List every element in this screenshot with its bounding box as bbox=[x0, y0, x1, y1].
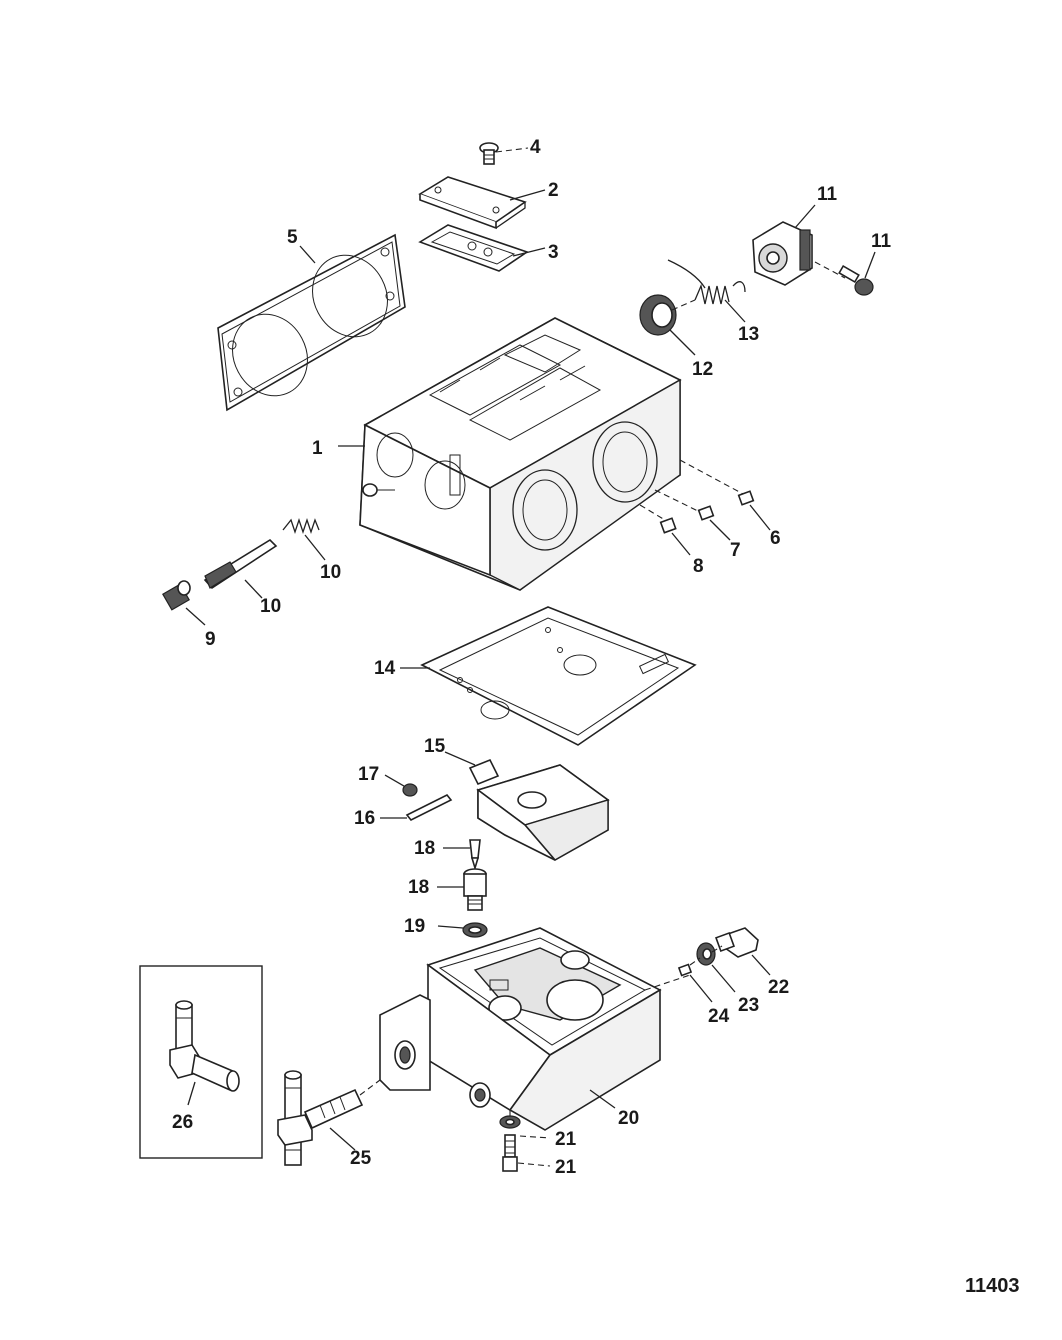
part-2-cover-plate bbox=[418, 176, 546, 230]
part-1-throttle-body bbox=[338, 317, 746, 591]
callout-17: 17 bbox=[358, 764, 379, 785]
callout-25: 25 bbox=[350, 1148, 372, 1169]
part-11-choke-housing bbox=[752, 204, 816, 286]
part-7-nut bbox=[697, 505, 731, 541]
callout-18b: 18 bbox=[408, 877, 429, 898]
callout-13: 13 bbox=[738, 324, 759, 345]
part-24-screw bbox=[677, 963, 713, 1003]
part-18-seat bbox=[437, 868, 487, 911]
part-17-screw bbox=[384, 774, 418, 797]
callout-19: 19 bbox=[404, 916, 425, 937]
part-12-seal bbox=[639, 294, 696, 356]
callout-6: 6 bbox=[770, 528, 781, 549]
callout-2: 2 bbox=[548, 180, 559, 201]
callout-14: 14 bbox=[374, 658, 396, 679]
part-13-spring bbox=[667, 259, 746, 323]
part-26-inset-box bbox=[139, 965, 263, 1159]
callout-12: 12 bbox=[692, 359, 713, 380]
part-10-needle bbox=[203, 538, 278, 599]
callout-24: 24 bbox=[708, 1006, 730, 1027]
part-22-plug bbox=[711, 927, 771, 976]
part-5-flange-gasket bbox=[217, 233, 406, 412]
part-18-needle bbox=[443, 839, 481, 871]
callout-20: 20 bbox=[618, 1108, 639, 1129]
callout-8: 8 bbox=[693, 556, 704, 577]
callout-11b: 11 bbox=[871, 231, 892, 252]
callout-7: 7 bbox=[730, 540, 741, 561]
part-10-spring bbox=[282, 517, 326, 561]
part-6-nut bbox=[737, 490, 771, 531]
part-9-cap bbox=[162, 580, 206, 626]
part-23-washer bbox=[689, 942, 736, 993]
part-8-nut bbox=[659, 517, 691, 556]
part-25-tee-fitting bbox=[277, 1070, 381, 1166]
part-11-choke-screw bbox=[814, 251, 876, 296]
callout-22: 22 bbox=[768, 977, 789, 998]
part-16-pin bbox=[380, 793, 453, 822]
part-14-base-gasket bbox=[400, 606, 697, 746]
callout-16: 16 bbox=[354, 808, 375, 829]
part-4-screw bbox=[479, 142, 529, 165]
callout-3: 3 bbox=[548, 242, 559, 263]
part-15-float bbox=[444, 751, 610, 861]
callout-10b: 10 bbox=[260, 596, 281, 617]
callout-4: 4 bbox=[530, 137, 541, 158]
callout-10a: 10 bbox=[320, 562, 341, 583]
figure-number: 11403 bbox=[965, 1275, 1020, 1297]
callout-26: 26 bbox=[172, 1112, 193, 1133]
part-20-float-bowl bbox=[379, 927, 691, 1131]
callout-11a: 11 bbox=[817, 184, 838, 205]
part-3-gasket bbox=[418, 224, 546, 272]
callout-21b: 21 bbox=[555, 1157, 577, 1178]
callout-9: 9 bbox=[205, 629, 216, 650]
callout-15: 15 bbox=[424, 736, 446, 757]
callout-5: 5 bbox=[287, 227, 298, 248]
callout-18a: 18 bbox=[414, 838, 435, 859]
callout-23: 23 bbox=[738, 995, 759, 1016]
callout-1: 1 bbox=[312, 438, 323, 459]
part-19-washer bbox=[437, 922, 488, 938]
callout-21a: 21 bbox=[555, 1129, 577, 1150]
part-21-washer bbox=[499, 1110, 551, 1139]
part-26-elbow-fitting bbox=[169, 1000, 240, 1106]
part-21-screw bbox=[502, 1134, 551, 1172]
